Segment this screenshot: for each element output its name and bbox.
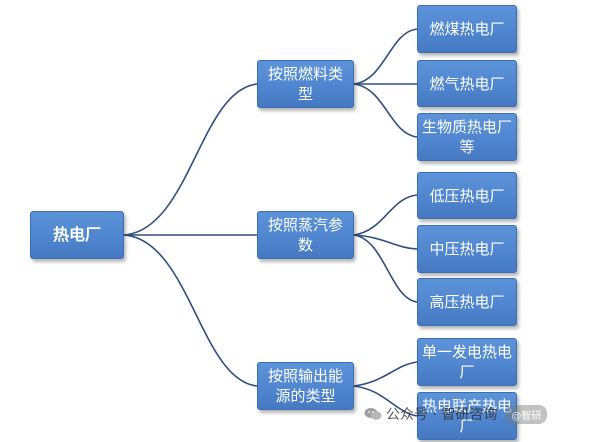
leaf-node-gas: 燃气热电厂 [417, 60, 517, 107]
root-node: 热电厂 [30, 211, 124, 259]
leaf-node-cogeneration: 热电联产热电厂 [417, 392, 517, 440]
connector-branch-0-leaf-0 [353, 28, 418, 85]
leaf-node-label: 生物质热电厂等 [422, 118, 513, 156]
leaf-node-label: 燃煤热电厂 [429, 20, 505, 38]
leaf-node-label: 高压热电厂 [429, 293, 505, 311]
watermark-text: 公众号 · 智研咨询 [386, 407, 498, 423]
connector-root-branch-0 [123, 83, 258, 236]
connector-branch-1-leaf-3 [353, 194, 418, 236]
wechat-icon [364, 408, 382, 420]
connector-branch-0-leaf-2 [353, 83, 418, 138]
branch-node-output-energy-type: 按照输出能源的类型 [257, 362, 354, 410]
root-node-label: 热电厂 [52, 225, 101, 244]
branch-node-label: 按照燃料类型 [267, 65, 343, 103]
watermark-badge: @智研 [505, 404, 548, 424]
leaf-node-power-only: 单一发电热电厂 [417, 338, 517, 386]
branch-node-fuel-type: 按照燃料类型 [257, 60, 354, 108]
leaf-node-label: 低压热电厂 [429, 186, 505, 205]
branch-node-label: 按照输出能源的类型 [267, 367, 343, 405]
connector-branch-1-leaf-5 [353, 234, 418, 303]
leaf-node-medium-pressure: 中压热电厂 [417, 225, 517, 273]
leaf-node-label: 中压热电厂 [429, 240, 505, 258]
connector-root-branch-2 [123, 234, 258, 387]
leaf-node-low-pressure: 低压热电厂 [417, 172, 517, 219]
leaf-node-label: 热电联产热电厂 [422, 397, 513, 435]
leaf-node-label: 单一发电热电厂 [422, 343, 513, 381]
connector-branch-2-leaf-6 [353, 361, 418, 387]
connector-branch-2-leaf-7 [353, 385, 418, 417]
leaf-node-high-pressure: 高压热电厂 [417, 278, 517, 326]
leaf-node-biomass: 生物质热电厂等 [417, 113, 517, 161]
leaf-node-coal: 燃煤热电厂 [417, 5, 517, 53]
leaf-node-label: 燃气热电厂 [429, 74, 505, 93]
branch-node-steam-parameters: 按照蒸汽参数 [257, 211, 354, 259]
watermark: 公众号 · 智研咨询 @智研 [364, 404, 548, 424]
branch-node-label: 按照蒸汽参数 [267, 216, 343, 254]
connector-branch-1-leaf-4 [353, 234, 418, 250]
